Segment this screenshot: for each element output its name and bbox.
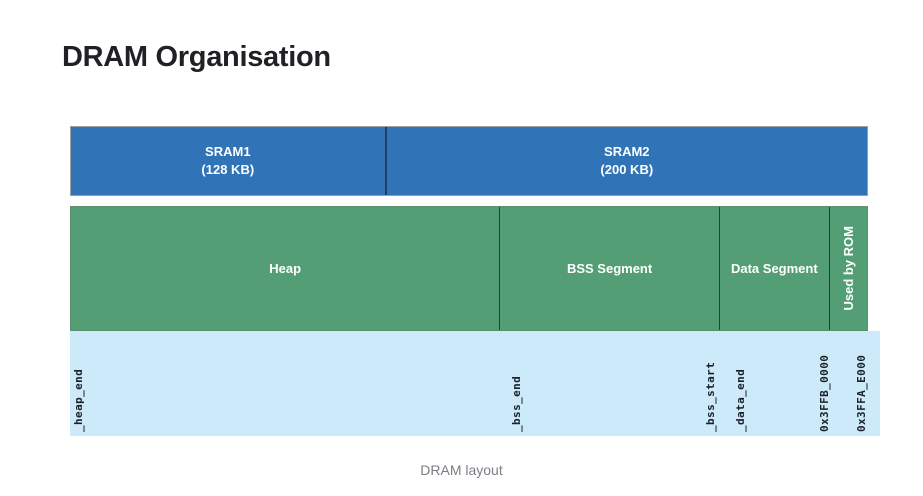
segment-data-label: Data Segment — [730, 261, 818, 276]
sram1-name: SRAM1 — [205, 144, 251, 160]
memory-segment-bar: Heap BSS Segment Data Segment Used by RO… — [70, 206, 868, 331]
sram2-name: SRAM2 — [604, 144, 650, 160]
segment-bss-label: BSS Segment — [566, 261, 653, 276]
segment-heap-label: Heap — [269, 261, 302, 276]
segment-block-heap: Heap — [71, 207, 500, 330]
address-marker-bss-end: _bss_end — [510, 375, 523, 432]
segment-used-by-rom-label: Used by ROM — [840, 226, 856, 311]
address-marker-band: _heap_end _bss_end _bss_start _data_end … — [70, 331, 880, 436]
address-marker-data-end: _data_end — [734, 368, 747, 432]
segment-block-used-by-rom: Used by ROM — [828, 207, 867, 330]
address-marker-0x3ffb0000: 0x3FFB_0000 — [818, 354, 831, 432]
segment-block-bss: BSS Segment — [499, 207, 719, 330]
sram-bar: SRAM1 (128 KB) SRAM2 (200 KB) — [70, 126, 868, 196]
dram-layout-diagram: SRAM1 (128 KB) SRAM2 (200 KB) Heap BSS S… — [70, 126, 880, 436]
address-marker-0x3ffae000: 0x3FFA_E000 — [855, 354, 868, 432]
sram-block-sram2: SRAM2 (200 KB) — [384, 127, 867, 195]
sram-block-sram1: SRAM1 (128 KB) — [71, 127, 385, 195]
sram2-size: (200 KB) — [600, 162, 654, 177]
address-marker-bss-start: _bss_start — [704, 361, 717, 432]
address-marker-heap-end: _heap_end — [72, 368, 85, 432]
diagram-caption: DRAM layout — [420, 462, 503, 478]
segment-block-data: Data Segment — [718, 207, 829, 330]
sram1-size: (128 KB) — [201, 162, 255, 177]
page-title: DRAM Organisation — [62, 41, 331, 74]
